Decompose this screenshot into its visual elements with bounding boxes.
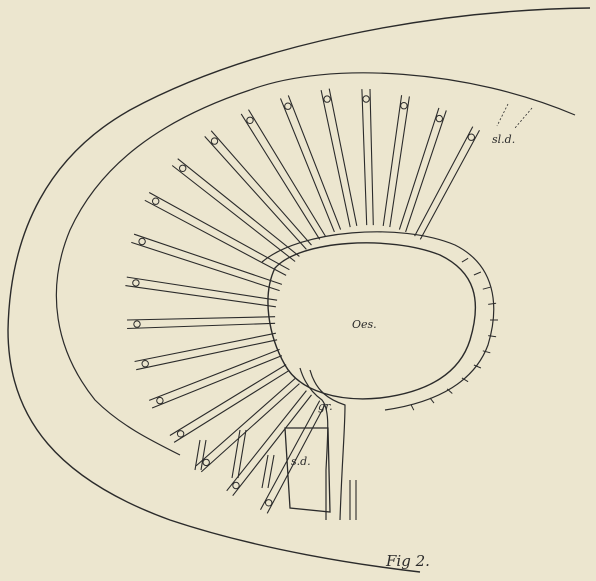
figure-caption: Fig 2. [385, 552, 430, 570]
label-ganglion: gr. [318, 400, 333, 413]
label-salivary-duct: s.d. [291, 455, 311, 468]
label-oesophagus: Oes. [352, 318, 377, 331]
label-salivary-gland-duct: sl.d. [492, 133, 515, 146]
